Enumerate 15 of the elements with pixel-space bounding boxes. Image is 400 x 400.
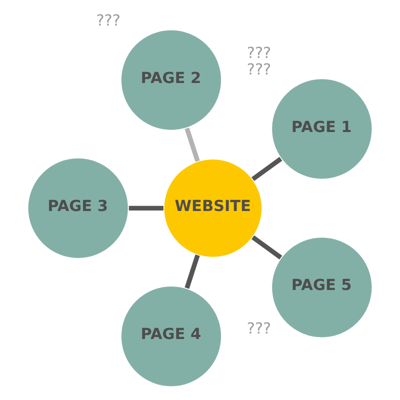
node-label: ???	[96, 11, 120, 30]
node-circle: PAGE 1	[270, 78, 373, 180]
connector	[184, 128, 200, 162]
node-label: ???	[246, 320, 272, 338]
connector	[128, 206, 164, 211]
node-label: ???	[246, 44, 272, 62]
node-circle: PAGE 4	[120, 285, 222, 388]
connector	[184, 254, 200, 289]
node-label: ???	[246, 60, 272, 78]
node-circle: WEBSITE	[163, 158, 263, 258]
connector	[251, 235, 282, 260]
node-circle: PAGE 2	[120, 29, 222, 132]
node-circle: PAGE 5	[270, 236, 373, 338]
node-circle: PAGE 3	[27, 157, 130, 260]
connector	[251, 156, 282, 182]
